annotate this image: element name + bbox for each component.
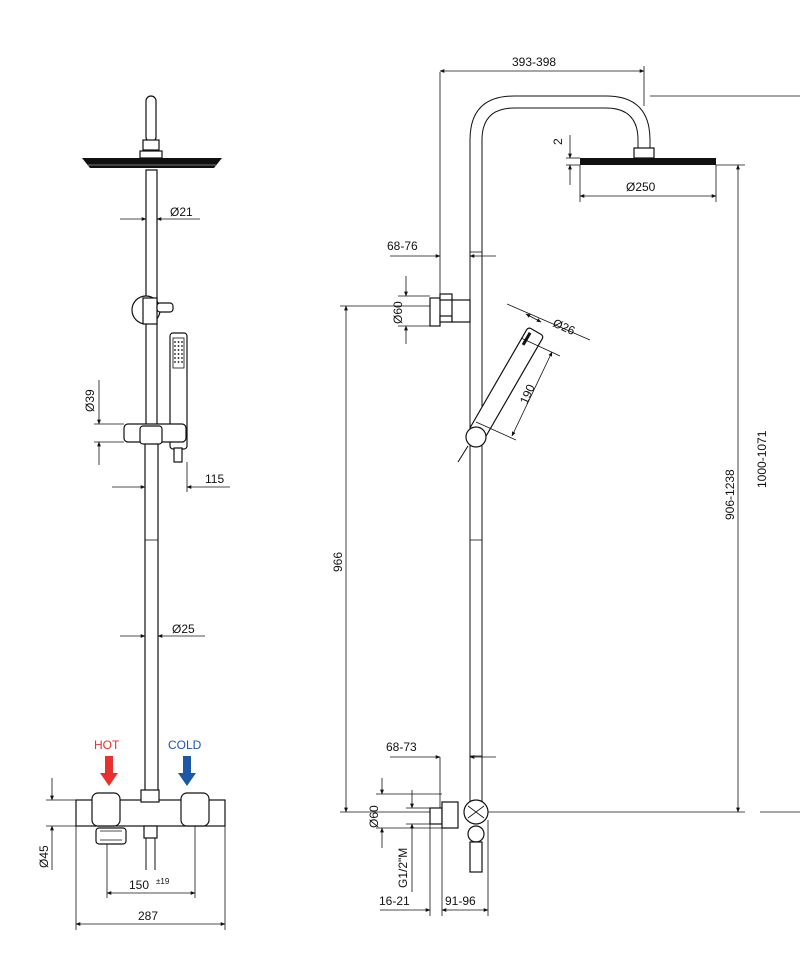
dim-d26: Ø26	[551, 316, 578, 338]
dim-190: 190	[517, 382, 538, 406]
dim-d39: Ø39	[83, 389, 97, 412]
dim-287: 287	[138, 909, 158, 923]
dim-966: 966	[331, 552, 345, 572]
front-riser-lower	[144, 441, 159, 793]
side-inlet-elbow	[429, 807, 443, 825]
hot-arrow-icon	[100, 756, 118, 786]
side-head-connector	[633, 147, 655, 159]
side-riser-inner	[481, 107, 639, 810]
cold-label: COLD	[168, 738, 202, 752]
dim-d21: Ø21	[170, 205, 193, 219]
dim-150-tolerance: ±19	[156, 877, 170, 886]
dim-150: 150	[129, 878, 149, 892]
front-view: HOT COLD Ø21 Ø39 115 Ø25 Ø45 150	[37, 95, 230, 930]
dim-393-398: 393-398	[512, 55, 556, 69]
dim-d60-top: Ø60	[391, 301, 405, 324]
dim-68-76: 68-76	[387, 239, 418, 253]
dim-115: 115	[205, 472, 224, 486]
front-diverter-knob	[95, 827, 127, 845]
front-left-handle	[91, 792, 121, 827]
dim-16-21: 16-21	[379, 894, 410, 908]
hot-label: HOT	[94, 738, 120, 752]
dim-d25: Ø25	[172, 622, 195, 636]
front-hand-shower-nozzles	[174, 341, 183, 363]
side-riser-outer	[469, 95, 651, 810]
front-top-arm	[145, 95, 157, 143]
dim-d45: Ø45	[37, 845, 51, 868]
dim-906-1238: 906-1238	[723, 469, 737, 520]
dim-g12-thread: G1/2"M	[396, 848, 410, 888]
dim-1000-1071: 1000-1071	[755, 430, 769, 488]
dim-d60-bottom: Ø60	[367, 805, 381, 828]
dim-d250: Ø250	[626, 180, 656, 194]
side-view: 393-398 2 Ø250 68-76 Ø60 Ø26 190	[331, 55, 800, 916]
front-shower-head	[82, 158, 222, 168]
side-shower-head	[580, 158, 716, 165]
dim-2: 2	[551, 138, 565, 145]
side-slider-holder	[465, 426, 487, 448]
side-diverter-knob	[467, 825, 485, 843]
dim-68-73: 68-73	[386, 740, 417, 754]
side-wall-bracket	[429, 297, 441, 327]
front-right-handle	[180, 792, 210, 827]
front-head-connector	[142, 139, 160, 151]
dim-91-96: 91-96	[445, 894, 476, 908]
cold-arrow-icon	[178, 756, 196, 786]
